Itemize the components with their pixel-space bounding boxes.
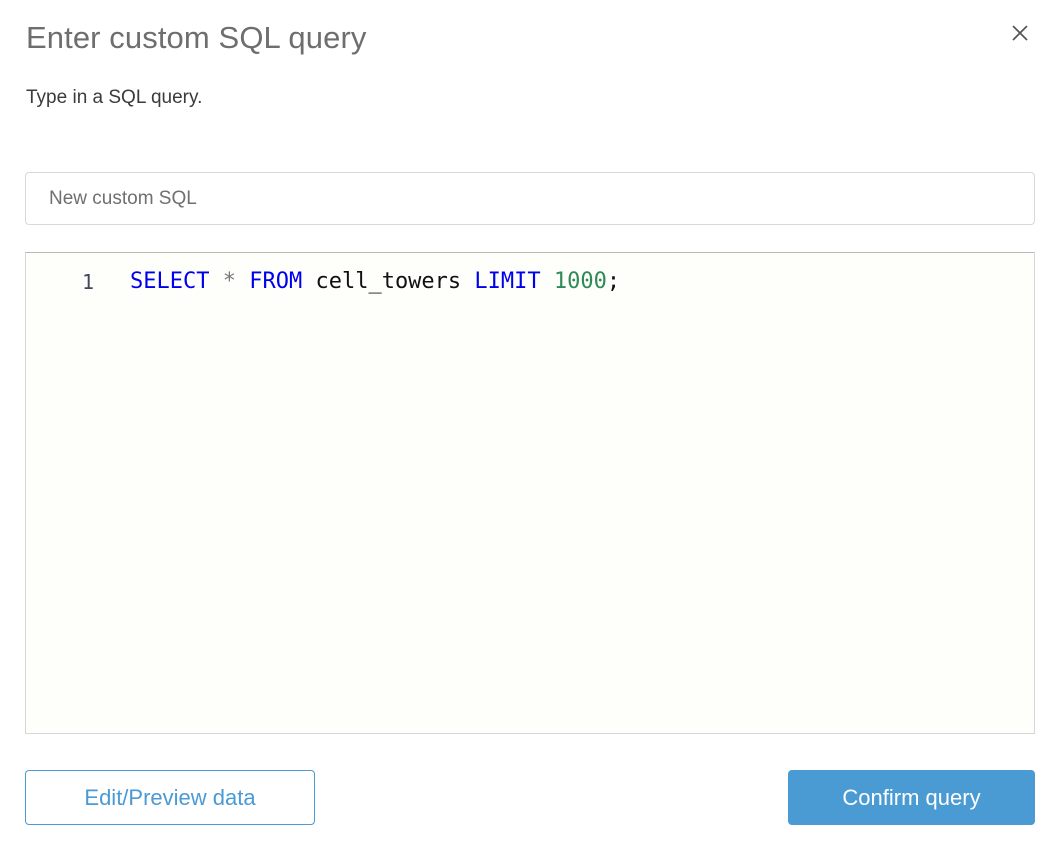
code-space bbox=[461, 269, 474, 294]
close-icon bbox=[1010, 23, 1030, 43]
code-space bbox=[541, 269, 554, 294]
editor-line: 1 SELECT * FROM cell_towers LIMIT 1000; bbox=[26, 253, 1034, 297]
code-line[interactable]: SELECT * FROM cell_towers LIMIT 1000; bbox=[94, 267, 1034, 297]
sql-name-input[interactable] bbox=[25, 172, 1035, 225]
sql-keyword-select: SELECT bbox=[130, 269, 210, 294]
edit-preview-data-button[interactable]: Edit/Preview data bbox=[25, 770, 315, 825]
sql-table-name: cell_towers bbox=[315, 269, 462, 294]
sql-star-operator: * bbox=[222, 269, 236, 294]
confirm-query-button[interactable]: Confirm query bbox=[788, 770, 1035, 825]
sql-keyword-limit: LIMIT bbox=[474, 269, 541, 294]
sql-keyword-from: FROM bbox=[249, 269, 303, 294]
page-title: Enter custom SQL query bbox=[26, 20, 367, 55]
code-space bbox=[209, 269, 222, 294]
dialog-subtitle: Type in a SQL query. bbox=[26, 87, 203, 108]
close-button[interactable] bbox=[1007, 20, 1033, 46]
sql-semicolon: ; bbox=[606, 269, 621, 294]
code-space bbox=[236, 269, 249, 294]
code-space bbox=[302, 269, 315, 294]
sql-limit-value: 1000 bbox=[553, 269, 607, 294]
sql-code-editor[interactable]: 1 SELECT * FROM cell_towers LIMIT 1000; bbox=[25, 252, 1035, 734]
line-number: 1 bbox=[81, 270, 94, 294]
